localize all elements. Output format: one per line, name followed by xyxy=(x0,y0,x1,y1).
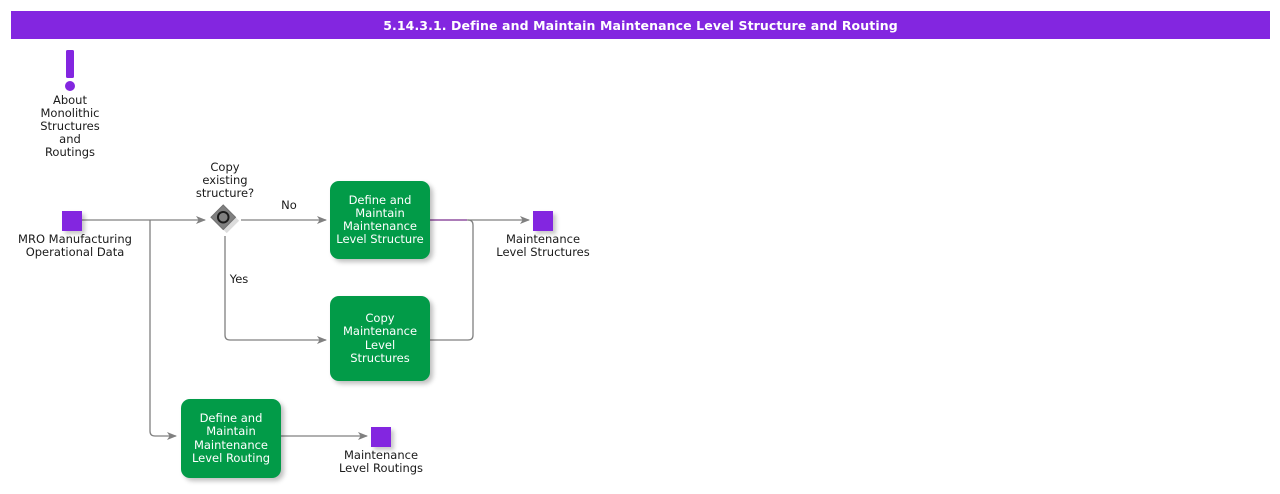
node-label-mro-manufacturing-operational-data: MRO Manufacturing Operational Data xyxy=(18,232,132,259)
activity-label-copy-structures: Copy Maintenance Level Structures xyxy=(342,311,418,365)
node-label-maintenance-level-structures: Maintenance Level Structures xyxy=(496,232,590,259)
activity-define-maintain-maintenance-level-structure[interactable]: Define and Maintain Maintenance Level St… xyxy=(330,181,430,259)
activity-label-define-structure: Define and Maintain Maintenance Level St… xyxy=(336,192,424,247)
node-label-copy-existing-structure: Copy existing structure? xyxy=(195,160,255,200)
note-label: About Monolithic Structures and Routings xyxy=(40,93,100,159)
activity-define-maintain-maintenance-level-routing[interactable]: Define and Maintain Maintenance Level Ro… xyxy=(181,399,281,478)
edge-label-yes: Yes xyxy=(229,272,249,286)
exclamation-icon xyxy=(65,50,75,91)
title-bar: 5.14.3.1. Define and Maintain Maintenanc… xyxy=(11,11,1270,39)
edge-decision-yes xyxy=(224,236,327,344)
purple-square-icon-input[interactable] xyxy=(62,211,82,231)
edge-copy-structures-to-merge xyxy=(430,219,474,341)
page-title: 5.14.3.1. Define and Maintain Maintenanc… xyxy=(383,17,898,33)
activity-label-define-routing: Define and Maintain Maintenance Level Ro… xyxy=(191,411,271,465)
edge-label-no: No xyxy=(281,198,297,212)
activity-copy-maintenance-level-structures[interactable]: Copy Maintenance Level Structures xyxy=(330,296,430,381)
edge-input-to-routing-activity xyxy=(149,220,177,440)
purple-square-icon-output-structures[interactable] xyxy=(533,211,553,231)
node-label-maintenance-level-routings: Maintenance Level Routings xyxy=(338,448,424,475)
purple-square-icon-output-routings[interactable] xyxy=(371,427,391,447)
decision-diamond-icon[interactable] xyxy=(210,204,240,234)
